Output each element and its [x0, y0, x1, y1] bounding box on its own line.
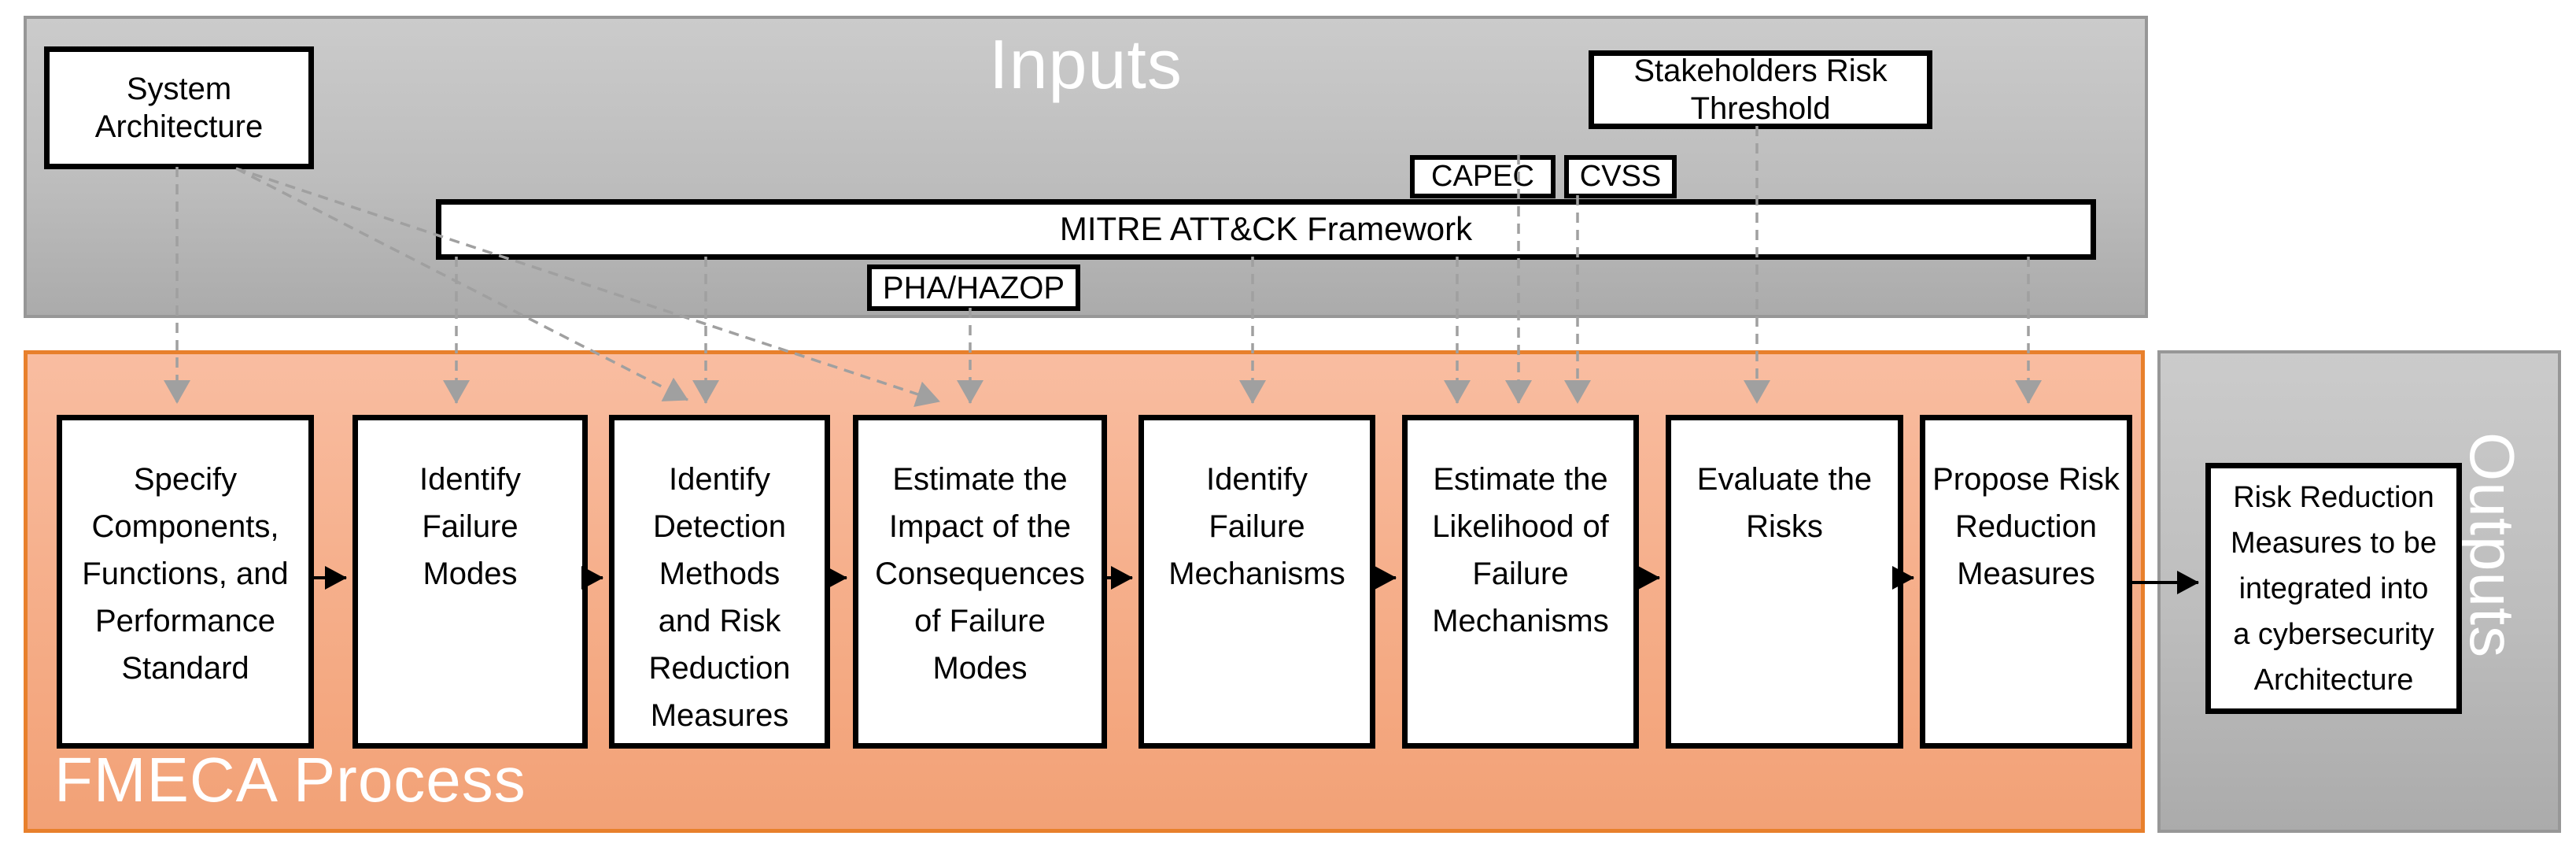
inputs-region: Inputs System Architecture Stakeholders … — [24, 16, 2148, 318]
stakeholders-risk-threshold-label: Stakeholders Risk Threshold — [1633, 54, 1888, 126]
step-label: Identify Detection Methods and Risk Redu… — [648, 462, 791, 733]
step-identify-failure-mechanisms: Identify Failure Mechanisms — [1139, 415, 1375, 749]
capec-label: CAPEC — [1431, 159, 1534, 193]
step-label: Specify Components, Functions, and Perfo… — [82, 462, 289, 686]
risk-reduction-measures-output-label: Risk Reduction Measures to be integrated… — [2231, 480, 2437, 697]
step-label: Identify Failure Modes — [419, 462, 521, 591]
step-label: Identify Failure Mechanisms — [1168, 462, 1345, 591]
outputs-region-title: Outputs — [2457, 432, 2527, 659]
stakeholders-risk-threshold-box: Stakeholders Risk Threshold — [1589, 50, 1932, 129]
cvss-box: CVSS — [1564, 155, 1677, 198]
capec-box: CAPEC — [1410, 155, 1556, 198]
fmeca-process-region-title: FMECA Process — [54, 745, 526, 815]
pha-hazop-label: PHA/HAZOP — [882, 270, 1065, 305]
step-label: Evaluate the Risks — [1696, 462, 1873, 544]
inputs-region-title: Inputs — [989, 25, 1183, 103]
step-estimate-likelihood: Estimate the Likelihood of Failure Mecha… — [1402, 415, 1639, 749]
mitre-attack-framework-box: MITRE ATT&CK Framework — [436, 199, 2096, 260]
step-label: Propose Risk Reduction Measures — [1932, 462, 2120, 591]
risk-reduction-measures-output-box: Risk Reduction Measures to be integrated… — [2205, 463, 2462, 714]
step-estimate-impact: Estimate the Impact of the Consequences … — [853, 415, 1107, 749]
step-identify-detection-methods: Identify Detection Methods and Risk Redu… — [609, 415, 830, 749]
pha-hazop-box: PHA/HAZOP — [867, 264, 1080, 311]
step-label: Estimate the Impact of the Consequences … — [875, 462, 1085, 686]
cvss-label: CVSS — [1579, 159, 1662, 193]
step-propose-risk-reduction: Propose Risk Reduction Measures — [1920, 415, 2132, 749]
step-label: Estimate the Likelihood of Failure Mecha… — [1432, 462, 1609, 638]
fmeca-process-region: FMECA Process Specify Components, Functi… — [24, 350, 2145, 833]
system-architecture-box: System Architecture — [44, 46, 314, 169]
outputs-region: Outputs Risk Reduction Measures to be in… — [2157, 350, 2561, 833]
mitre-attack-framework-label: MITRE ATT&CK Framework — [1059, 210, 1473, 248]
system-architecture-label: System Architecture — [94, 72, 264, 144]
step-specify-components: Specify Components, Functions, and Perfo… — [57, 415, 314, 749]
step-evaluate-risks: Evaluate the Risks — [1666, 415, 1903, 749]
step-identify-failure-modes: Identify Failure Modes — [352, 415, 588, 749]
